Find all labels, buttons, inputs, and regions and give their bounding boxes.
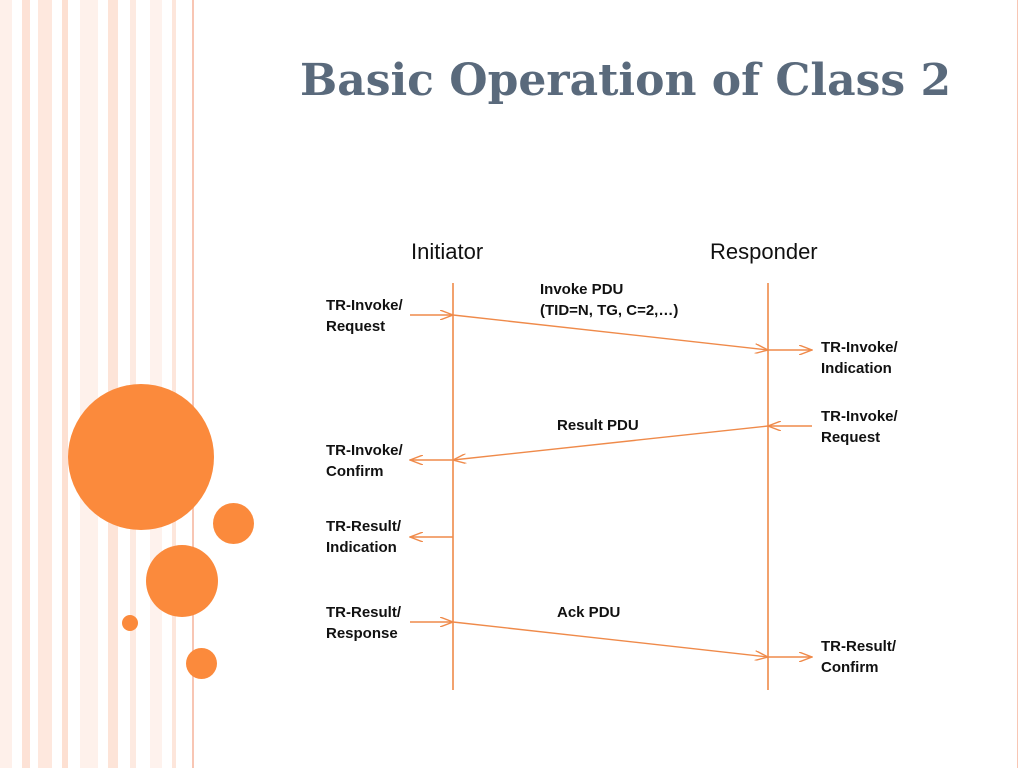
initiator-invoke-request-label: TR-Invoke/ Request bbox=[326, 295, 403, 337]
initiator-invoke-confirm-line2: Confirm bbox=[326, 463, 384, 480]
responder-invoke-indication-line2: Indication bbox=[821, 360, 892, 377]
invoke-pdu-arrow bbox=[452, 314, 768, 350]
ack-pdu-line1: Ack PDU bbox=[557, 604, 621, 621]
result-pdu-line1: Result PDU bbox=[557, 417, 639, 434]
initiator-result-response-line1: TR-Result/ bbox=[326, 604, 401, 621]
invoke-pdu-label: Invoke PDU (TID=N, TG, C=2,…) bbox=[540, 279, 678, 321]
initiator-invoke-confirm-label: TR-Invoke/ Confirm bbox=[326, 440, 403, 482]
initiator-result-indication-line2: Indication bbox=[326, 539, 397, 556]
responder-invoke-request-line2: Request bbox=[821, 429, 881, 446]
responder-invoke-indication-label: TR-Invoke/ Indication bbox=[821, 337, 898, 379]
initiator-result-indication-label: TR-Result/ Indication bbox=[326, 516, 401, 558]
result-pdu-arrow bbox=[453, 425, 769, 460]
result-pdu-label: Result PDU bbox=[557, 415, 639, 436]
invoke-pdu-line1: Invoke PDU bbox=[540, 281, 624, 298]
initiator-label: Initiator bbox=[411, 239, 484, 264]
responder-invoke-request-label: TR-Invoke/ Request bbox=[821, 406, 898, 448]
invoke-pdu-line2: (TID=N, TG, C=2,…) bbox=[540, 302, 679, 319]
ack-pdu-label: Ack PDU bbox=[557, 602, 620, 623]
decorative-circle-large bbox=[68, 384, 214, 530]
responder-result-confirm-line1: TR-Result/ bbox=[821, 638, 896, 655]
initiator-result-response-line2: Response bbox=[326, 625, 398, 642]
right-border-line bbox=[1017, 0, 1018, 768]
responder-invoke-indication-line1: TR-Invoke/ bbox=[821, 339, 898, 356]
initiator-result-indication-line1: TR-Result/ bbox=[326, 518, 401, 535]
slide-title: Basic Operation of Class 2 bbox=[300, 55, 952, 106]
initiator-invoke-request-line1: TR-Invoke/ bbox=[326, 297, 403, 314]
decorative-circle-small bbox=[213, 503, 254, 544]
ack-pdu-arrow bbox=[452, 621, 768, 657]
initiator-result-response-label: TR-Result/ Response bbox=[326, 602, 401, 644]
decorative-circle-small-bottom bbox=[186, 648, 217, 679]
responder-result-confirm-line2: Confirm bbox=[821, 659, 879, 676]
initiator-invoke-confirm-line1: TR-Invoke/ bbox=[326, 442, 403, 459]
responder-result-confirm-label: TR-Result/ Confirm bbox=[821, 636, 896, 678]
responder-label: Responder bbox=[710, 239, 818, 264]
decorative-circle-medium bbox=[146, 545, 218, 617]
responder-invoke-request-line1: TR-Invoke/ bbox=[821, 408, 898, 425]
initiator-invoke-request-line2: Request bbox=[326, 318, 386, 335]
decorative-circle-tiny bbox=[122, 615, 138, 631]
